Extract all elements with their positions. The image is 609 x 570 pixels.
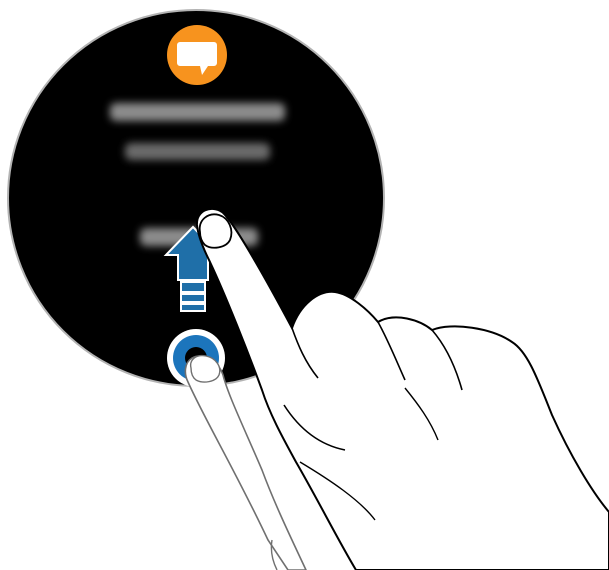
message-icon <box>167 25 227 85</box>
